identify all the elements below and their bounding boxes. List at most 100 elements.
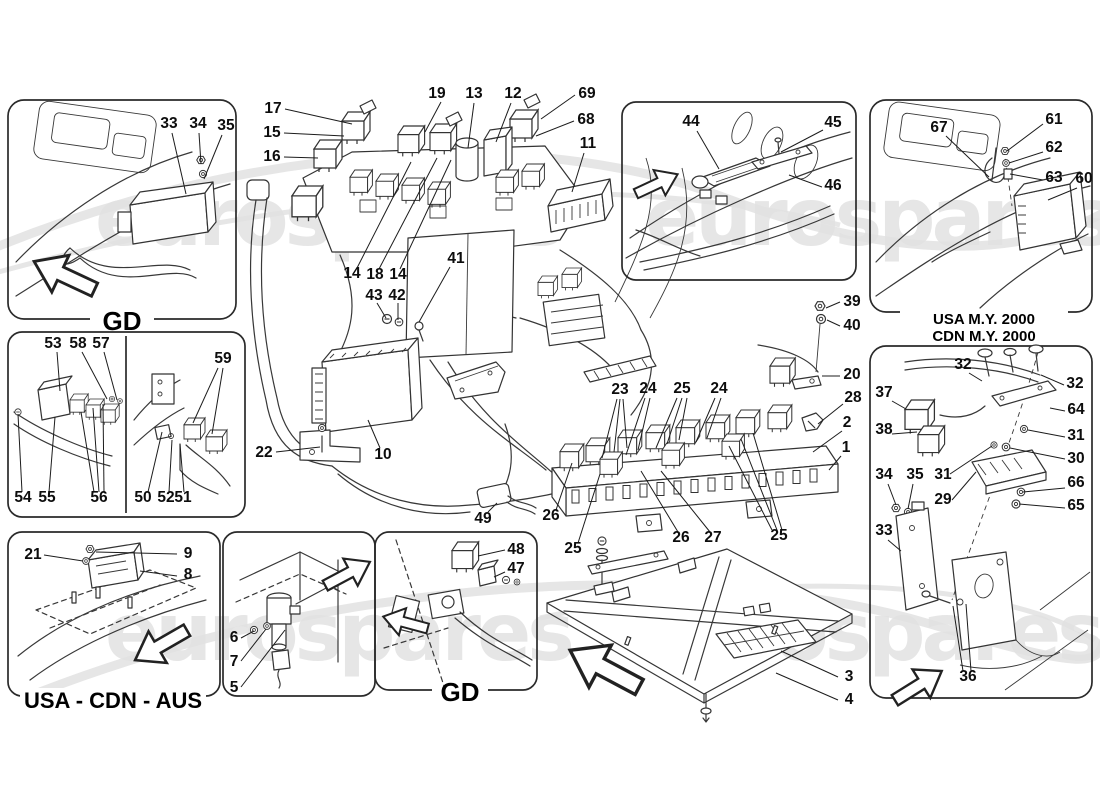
leader-line-55 bbox=[48, 416, 56, 493]
clip-19 bbox=[445, 111, 463, 127]
callout-65: 65 bbox=[1067, 497, 1085, 514]
relay-12 bbox=[483, 126, 513, 177]
callout-57: 57 bbox=[92, 335, 109, 352]
callout-11: 11 bbox=[580, 135, 597, 152]
callout-67: 67 bbox=[930, 119, 947, 136]
leader-line-24 bbox=[695, 397, 716, 443]
washer-21 bbox=[82, 557, 90, 565]
leader-line-46 bbox=[788, 174, 823, 188]
panel-bottom-left-usa-cdn-aus: USA - CDN - AUS bbox=[7, 531, 221, 713]
leader-line-14 bbox=[399, 159, 452, 270]
leader-line-5 bbox=[240, 629, 286, 688]
callout-32: 32 bbox=[1066, 375, 1083, 392]
leader-line-25 bbox=[678, 397, 688, 441]
callout-31: 31 bbox=[934, 466, 952, 483]
callout-49: 49 bbox=[474, 510, 492, 527]
panel-top-middle bbox=[621, 101, 857, 281]
leader-line-14 bbox=[356, 161, 412, 269]
plate-64 bbox=[991, 380, 1057, 407]
callout-37: 37 bbox=[875, 384, 892, 401]
board-relay bbox=[767, 404, 793, 433]
leader-line-31 bbox=[949, 445, 993, 475]
leader-line-28 bbox=[817, 403, 844, 425]
callout-62: 62 bbox=[1045, 139, 1062, 156]
bracket-59 bbox=[151, 373, 175, 405]
loom-sleeve bbox=[246, 179, 270, 201]
callout-32: 32 bbox=[954, 356, 971, 373]
fuse-board-assembly bbox=[551, 404, 839, 533]
leader-line-58 bbox=[81, 351, 108, 400]
leader-line-35 bbox=[907, 483, 914, 510]
connector bbox=[699, 189, 712, 199]
leader-line-49 bbox=[487, 502, 498, 513]
relay-59 bbox=[183, 417, 206, 443]
bracket-33 bbox=[895, 501, 939, 611]
leader-line-13 bbox=[467, 102, 475, 149]
leader-line-25 bbox=[655, 397, 678, 449]
leader-line-19 bbox=[424, 101, 442, 133]
callout-60: 60 bbox=[1075, 170, 1092, 187]
leader-line-22 bbox=[275, 446, 321, 453]
callout-55: 55 bbox=[38, 489, 56, 506]
leader-line-21 bbox=[43, 554, 84, 562]
callout-12: 12 bbox=[504, 85, 521, 102]
callout-8: 8 bbox=[184, 566, 193, 583]
bracket-pump bbox=[427, 588, 533, 667]
board-relay bbox=[735, 409, 761, 438]
leader-line-51 bbox=[179, 443, 185, 493]
callout-58: 58 bbox=[69, 335, 87, 352]
callout-14: 14 bbox=[343, 265, 361, 282]
callout-24: 24 bbox=[710, 380, 728, 397]
callout-22: 22 bbox=[255, 444, 272, 461]
callout-34: 34 bbox=[875, 466, 893, 483]
leader-line-6 bbox=[240, 630, 255, 639]
fuse-cover-11 bbox=[547, 178, 614, 233]
callout-52: 52 bbox=[157, 489, 174, 506]
callout-51: 51 bbox=[174, 489, 192, 506]
leader-line-35 bbox=[203, 134, 223, 180]
leader-line-1 bbox=[828, 455, 842, 471]
relay-69 bbox=[509, 109, 539, 143]
callout-63: 63 bbox=[1045, 169, 1063, 186]
keeper-bracket bbox=[677, 557, 697, 574]
callout-1: 1 bbox=[842, 439, 851, 456]
relay-56 bbox=[100, 403, 120, 426]
leader-line-3 bbox=[780, 650, 839, 678]
stud-assembly-25 bbox=[593, 536, 615, 596]
callout-33: 33 bbox=[160, 115, 178, 132]
leader-line-25 bbox=[752, 432, 783, 531]
leader-line-7 bbox=[240, 628, 267, 662]
washer-62 bbox=[1002, 159, 1010, 167]
callout-15: 15 bbox=[263, 124, 281, 141]
leader-line-33 bbox=[171, 132, 187, 195]
mount-plate-41 bbox=[405, 229, 515, 359]
callout-17: 17 bbox=[264, 100, 281, 117]
leader-line-66 bbox=[1022, 487, 1066, 493]
screw-32 bbox=[977, 344, 1044, 377]
callout-59: 59 bbox=[214, 350, 232, 367]
callout-10: 10 bbox=[374, 446, 391, 463]
leader-line-40 bbox=[826, 319, 841, 327]
sensor-50 bbox=[154, 424, 174, 440]
rail-bracket-26 bbox=[587, 550, 669, 575]
washer bbox=[513, 578, 521, 586]
caption-gd-bottom: GD bbox=[441, 677, 480, 707]
leader-line-23 bbox=[601, 398, 618, 459]
leader-line-30 bbox=[1009, 447, 1066, 460]
relay-48 bbox=[451, 541, 480, 573]
callout-53: 53 bbox=[44, 335, 62, 352]
clip-69 bbox=[523, 93, 541, 109]
bolt-41 bbox=[414, 321, 424, 342]
leader-line-8 bbox=[139, 570, 178, 577]
callout-45: 45 bbox=[824, 114, 842, 131]
callout-26: 26 bbox=[542, 507, 560, 524]
leader-line-43 bbox=[376, 302, 387, 319]
leader-line-56 bbox=[102, 403, 105, 493]
leader-line-9 bbox=[95, 551, 178, 555]
callout-34: 34 bbox=[189, 115, 207, 132]
amp-plate-46 bbox=[751, 145, 813, 170]
leader-line-12 bbox=[495, 102, 512, 143]
ecu-29 bbox=[971, 449, 1047, 495]
leader-line-26 bbox=[640, 470, 679, 533]
